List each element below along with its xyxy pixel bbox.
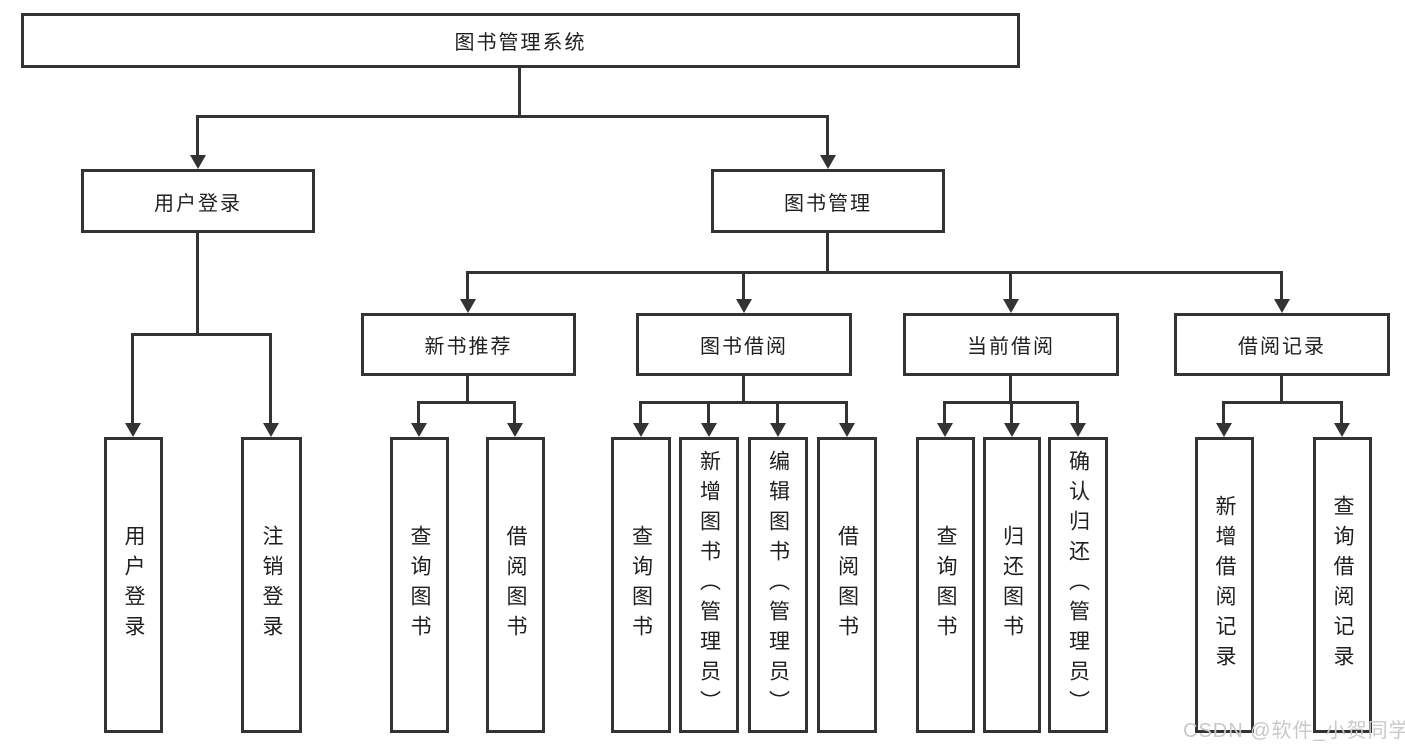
connector-line [1340, 401, 1343, 425]
connector-line [131, 333, 134, 425]
leaf-edit-book-admin: 编辑图书（管理员） [748, 437, 808, 733]
connector-line [742, 271, 745, 301]
leaf-borrow-book-1-label: 借阅图书 [504, 525, 527, 645]
connector-line [417, 401, 516, 404]
connector-line [826, 233, 829, 274]
node-book-management-label: 图书管理 [784, 192, 872, 215]
leaf-logout: 注销登录 [241, 437, 302, 733]
connector-line [707, 401, 710, 425]
leaf-borrow-book-2: 借阅图书 [817, 437, 877, 733]
leaf-user-login: 用户登录 [104, 437, 163, 733]
leaf-query-book-3: 查询图书 [916, 437, 975, 733]
connector-line [196, 233, 199, 336]
leaf-query-book-1-label: 查询图书 [408, 525, 431, 645]
leaf-return-book: 归还图书 [983, 437, 1041, 733]
leaf-logout-label: 注销登录 [260, 525, 283, 645]
node-new-book-recommend: 新书推荐 [361, 313, 576, 376]
connector-line [196, 115, 829, 118]
csdn-watermark: CSDN @软件_小贺同学 [1183, 720, 1405, 742]
arrowhead-down-icon [937, 423, 953, 437]
node-book-management: 图书管理 [711, 169, 945, 233]
arrowhead-down-icon [411, 423, 427, 437]
arrowhead-down-icon [125, 423, 141, 437]
arrowhead-down-icon [1334, 423, 1350, 437]
connector-line [776, 401, 779, 425]
arrowhead-down-icon [263, 423, 279, 437]
connector-line [269, 333, 272, 425]
connector-line [518, 68, 521, 118]
connector-line [466, 376, 469, 403]
connector-line [1009, 376, 1012, 403]
leaf-query-borrow-record: 查询借阅记录 [1313, 437, 1372, 733]
arrowhead-down-icon [1274, 299, 1290, 313]
connector-line [1222, 401, 1225, 425]
connector-line [466, 271, 1283, 274]
arrowhead-down-icon [460, 299, 476, 313]
connector-line [1009, 271, 1012, 301]
arrowhead-down-icon [839, 423, 855, 437]
arrowhead-down-icon [1003, 299, 1019, 313]
arrowhead-down-icon [770, 423, 786, 437]
connector-line [1280, 271, 1283, 301]
arrowhead-down-icon [190, 155, 206, 169]
leaf-edit-book-admin-label: 编辑图书（管理员） [766, 450, 790, 720]
connector-line [639, 401, 642, 425]
arrowhead-down-icon [701, 423, 717, 437]
connector-line [417, 401, 420, 425]
arrowhead-down-icon [1070, 423, 1086, 437]
connector-line [513, 401, 516, 425]
connector-line [1010, 401, 1013, 425]
leaf-confirm-return-admin-label: 确认归还（管理员） [1066, 450, 1090, 720]
arrowhead-down-icon [820, 155, 836, 169]
leaf-user-login-label: 用户登录 [122, 525, 145, 645]
leaf-borrow-book-1: 借阅图书 [486, 437, 545, 733]
leaf-add-borrow-record: 新增借阅记录 [1195, 437, 1254, 733]
arrowhead-down-icon [1216, 423, 1232, 437]
node-user-login-label: 用户登录 [154, 192, 242, 215]
arrowhead-down-icon [736, 299, 752, 313]
leaf-add-book-admin-label: 新增图书（管理员） [697, 450, 721, 720]
connector-line [466, 271, 469, 301]
node-new-book-recommend-label: 新书推荐 [424, 336, 513, 358]
leaf-add-book-admin: 新增图书（管理员） [679, 437, 739, 733]
arrowhead-down-icon [507, 423, 523, 437]
leaf-query-book-3-label: 查询图书 [934, 525, 957, 645]
connector-line [845, 401, 848, 425]
node-borrow-record-label: 借阅记录 [1238, 336, 1326, 358]
leaf-return-book-label: 归还图书 [1000, 525, 1024, 645]
connector-line [131, 333, 272, 336]
leaf-confirm-return-admin: 确认归还（管理员） [1048, 437, 1108, 733]
leaf-query-book-2-label: 查询图书 [629, 525, 653, 645]
leaf-query-book-2: 查询图书 [611, 437, 671, 733]
connector-line [1280, 376, 1283, 403]
leaf-query-book-1: 查询图书 [390, 437, 449, 733]
node-book-borrow: 图书借阅 [636, 313, 852, 376]
connector-line [1076, 401, 1079, 425]
node-user-login: 用户登录 [81, 169, 315, 233]
connector-line [742, 376, 745, 403]
arrowhead-down-icon [633, 423, 649, 437]
connector-line [826, 115, 829, 157]
leaf-add-borrow-record-label: 新增借阅记录 [1213, 495, 1236, 675]
node-current-borrow: 当前借阅 [903, 313, 1119, 376]
connector-line [943, 401, 946, 425]
connector-line [196, 115, 199, 157]
leaf-query-borrow-record-label: 查询借阅记录 [1331, 495, 1354, 675]
node-current-borrow-label: 当前借阅 [967, 336, 1055, 358]
leaf-borrow-book-2-label: 借阅图书 [835, 525, 859, 645]
connector-line [639, 401, 848, 404]
node-borrow-record: 借阅记录 [1174, 313, 1390, 376]
connector-line [1222, 401, 1343, 404]
node-root-label: 图书管理系统 [454, 32, 587, 54]
arrowhead-down-icon [1004, 423, 1020, 437]
node-root: 图书管理系统 [21, 13, 1020, 68]
node-book-borrow-label: 图书借阅 [700, 336, 788, 358]
